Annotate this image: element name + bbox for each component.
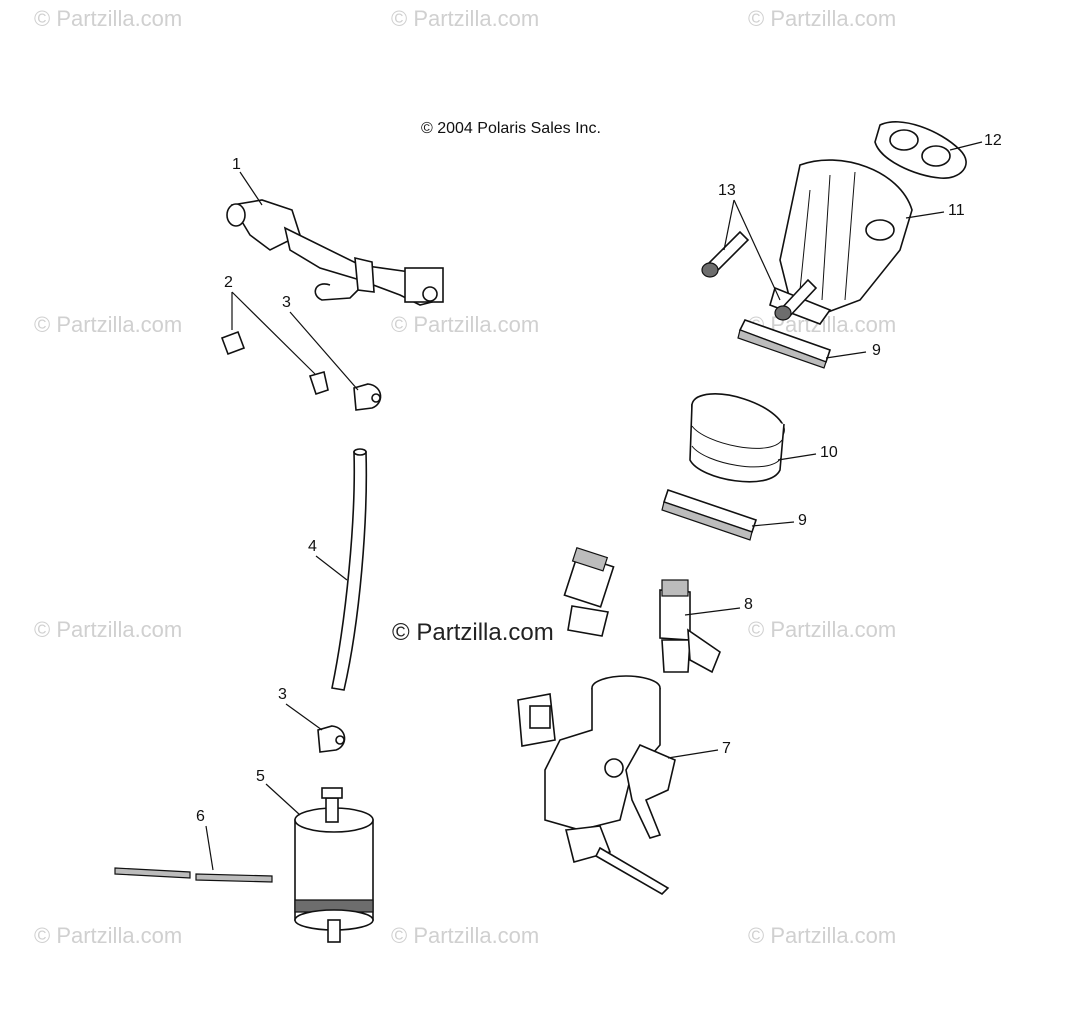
callout-10: 10 <box>820 444 838 461</box>
callout-3: 3 <box>282 294 291 311</box>
watermark: © Partzilla.com <box>34 923 183 948</box>
watermark: © Partzilla.com <box>748 6 897 31</box>
callout-12: 12 <box>984 132 1002 149</box>
watermark: © Partzilla.com <box>748 923 897 948</box>
leader-lines <box>205 141 983 871</box>
watermark: © Partzilla.com <box>391 312 540 337</box>
callout-3: 3 <box>278 686 287 703</box>
fuel-hose-part[interactable] <box>331 448 368 691</box>
fuel-filter-part[interactable] <box>294 787 374 943</box>
callout-7: 7 <box>722 740 731 757</box>
watermark: © Partzilla.com <box>34 312 183 337</box>
watermark: © Partzilla.com <box>34 617 183 642</box>
manifold-bolt-part[interactable] <box>701 230 818 321</box>
callout-6: 6 <box>196 808 205 825</box>
bolt-part[interactable] <box>220 330 329 396</box>
intake-boot-part[interactable] <box>686 384 790 483</box>
cable-tie-part[interactable] <box>114 867 273 883</box>
fuel-injector-part[interactable] <box>563 546 721 674</box>
watermark: © Partzilla.com <box>391 923 540 948</box>
intake-clamp-part[interactable] <box>661 319 832 541</box>
watermark: © Partzilla.com <box>391 6 540 31</box>
callout-8: 8 <box>744 596 753 613</box>
fuel-rail-part[interactable] <box>226 199 444 306</box>
callout-9: 9 <box>872 342 881 359</box>
callout-11: 11 <box>948 202 965 219</box>
center-watermark: © Partzilla.com <box>392 619 554 646</box>
callout-4: 4 <box>308 538 317 555</box>
callout-9: 9 <box>798 512 807 529</box>
callout-5: 5 <box>256 768 265 785</box>
callout-1: 1 <box>232 156 241 173</box>
callout-13: 13 <box>718 182 736 199</box>
watermark: © Partzilla.com <box>748 617 897 642</box>
watermark: © Partzilla.com <box>34 6 183 31</box>
gasket-part[interactable] <box>874 121 967 179</box>
callout-2: 2 <box>224 274 233 291</box>
throttle-body-part[interactable] <box>517 675 676 895</box>
copyright-text: © 2004 Polaris Sales Inc. <box>421 120 601 137</box>
hose-clamp-part[interactable] <box>317 383 382 753</box>
